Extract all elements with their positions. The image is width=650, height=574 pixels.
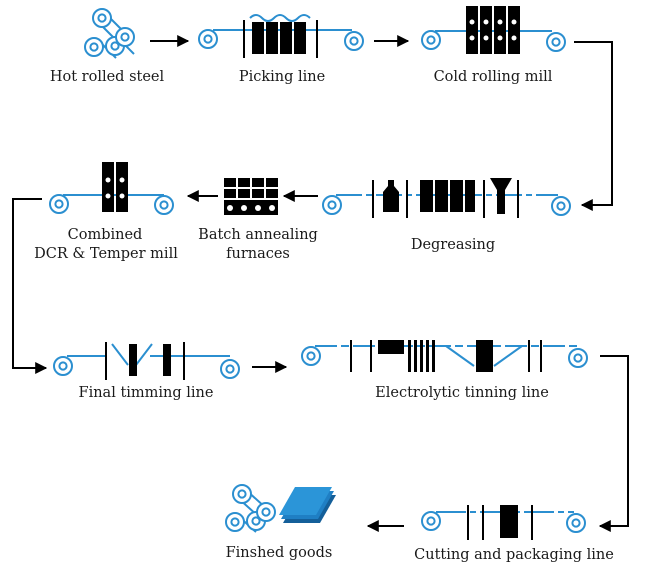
degreasing-machine	[322, 178, 571, 218]
label-finished-goods: Finshed goods	[225, 545, 333, 561]
label-final-timming-line: Final timming line	[78, 385, 214, 401]
connector-row2-to-row3	[12, 198, 48, 374]
picking-line-machine	[198, 14, 364, 58]
batch-annealing-furnaces	[224, 178, 278, 215]
label-hot-rolled-steel: Hot rolled steel	[49, 69, 165, 85]
hot-rolled-steel-coils	[84, 8, 135, 59]
label-batch-line2: furnaces	[226, 246, 290, 262]
combined-dcr-temper-mill	[49, 162, 174, 215]
label-combined-line2: DCR & Temper mill	[34, 246, 178, 262]
label-electrolytic-tinning-line: Electrolytic tinning line	[375, 385, 549, 401]
final-timming-line-machine	[53, 342, 240, 380]
label-batch-line1: Batch annealing	[198, 227, 318, 243]
label-cold-rolling-mill: Cold rolling mill	[433, 69, 553, 85]
electrolytic-tinning-line-machine	[301, 340, 588, 372]
label-picking-line: Picking line	[238, 69, 326, 85]
label-combined-line1: Combined	[67, 227, 143, 243]
cutting-packaging-line-machine	[421, 505, 586, 540]
label-cutting-packaging-line: Cutting and packaging line	[414, 547, 614, 563]
label-degreasing: Degreasing	[410, 237, 496, 253]
connector-row3-to-row4	[598, 355, 629, 532]
finished-goods-icon	[225, 484, 336, 533]
connector-row1-to-row2	[574, 41, 613, 211]
cold-rolling-mill-machine	[421, 6, 566, 54]
